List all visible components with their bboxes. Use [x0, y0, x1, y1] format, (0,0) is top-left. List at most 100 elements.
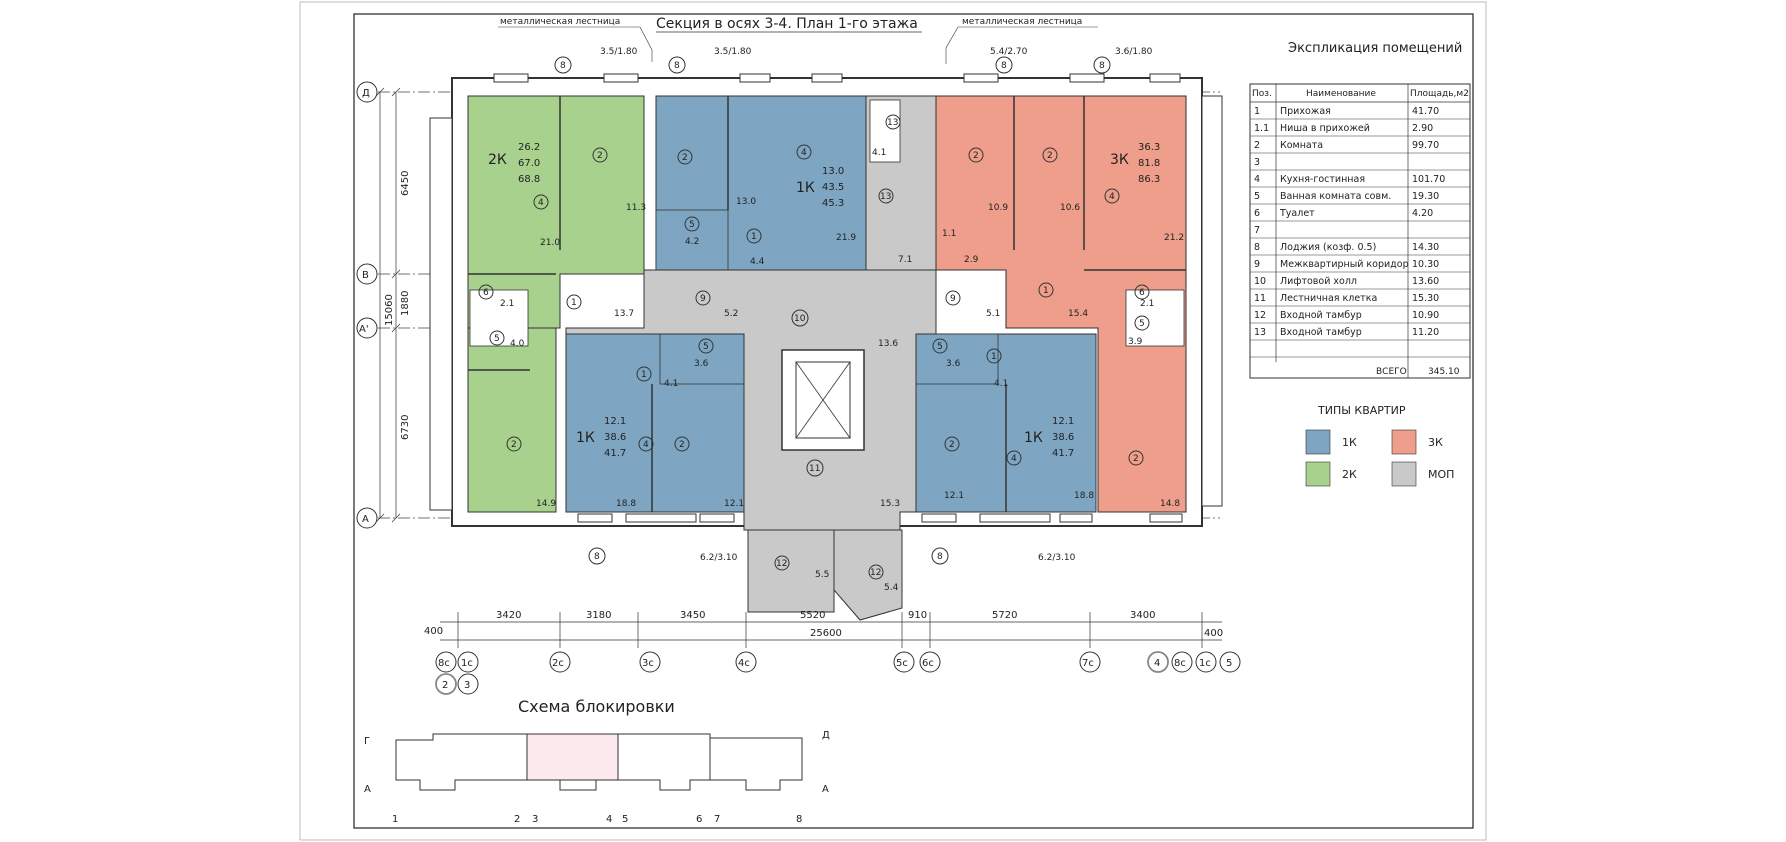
- room-area: 5.4: [884, 583, 899, 593]
- svg-text:5: 5: [1139, 319, 1145, 329]
- bottom-dimension-chain: [440, 612, 1222, 648]
- scheme-row-label: А: [364, 784, 371, 795]
- legend-label-1k: 1К: [1342, 436, 1357, 449]
- apartment-type-label: 1К: [1024, 430, 1043, 446]
- axis-col-7c: 7с: [1079, 651, 1101, 673]
- axis-row-a-prime: А': [356, 317, 378, 339]
- svg-text:9: 9: [950, 294, 956, 304]
- room-area: 5.5: [815, 570, 829, 580]
- svg-text:6: 6: [1139, 288, 1145, 298]
- room-area: 21.9: [836, 233, 856, 243]
- axis-col-8c-right: 8с: [1171, 651, 1193, 673]
- room-area: 2.1: [1140, 299, 1154, 309]
- svg-text:Д: Д: [362, 88, 370, 99]
- room-number-marker: 6: [1134, 284, 1150, 300]
- legend-swatch-1k: [1305, 429, 1331, 455]
- svg-text:12: 12: [776, 559, 787, 569]
- dim-left-total: 15060: [384, 294, 395, 326]
- svg-text:4: 4: [1154, 658, 1160, 669]
- room-area: 10.9: [988, 203, 1008, 213]
- common-areas: [565, 95, 937, 621]
- apartment-value: 68.8: [518, 174, 540, 185]
- svg-text:5: 5: [937, 342, 943, 352]
- apartment-value: 41.7: [604, 448, 626, 459]
- table-cell: 10.30: [1412, 259, 1439, 270]
- room-area: 14.9: [536, 499, 556, 509]
- room-number-marker: 5: [932, 338, 948, 354]
- axis-row-a: А: [356, 507, 378, 529]
- apartment-value: 67.0: [518, 158, 540, 169]
- axis-col-8c: 8с: [435, 651, 457, 673]
- table-cell: Ванная комната совм.: [1280, 191, 1391, 202]
- inner-frame: [353, 13, 1474, 829]
- svg-text:2: 2: [1047, 151, 1053, 161]
- svg-text:4: 4: [538, 198, 544, 208]
- room-area: 4.1: [994, 379, 1008, 389]
- axis-col-5c: 5с: [893, 651, 915, 673]
- svg-text:1: 1: [571, 298, 577, 308]
- svg-text:13: 13: [880, 192, 891, 202]
- room-number-marker: 2: [506, 436, 522, 452]
- scheme-row-label: Г: [364, 736, 370, 747]
- apartment-3k: [935, 95, 1187, 513]
- legend-title: ТИПЫ КВАРТИР: [1317, 404, 1406, 417]
- svg-text:4: 4: [801, 148, 807, 158]
- svg-text:4: 4: [1011, 454, 1017, 464]
- svg-text:1с: 1с: [461, 658, 473, 669]
- window-type-marker: 8: [995, 56, 1013, 74]
- window-type-marker: 8: [931, 547, 949, 565]
- svg-text:5: 5: [689, 220, 695, 230]
- room-area: 4.1: [872, 148, 886, 158]
- table-header-area: Площадь,м2: [1410, 89, 1469, 99]
- vestibule-12-left: [747, 529, 835, 613]
- legend-swatch-3k: [1391, 429, 1417, 455]
- table-cell: 12: [1254, 310, 1266, 321]
- room-area: 12.1: [724, 499, 744, 509]
- scheme-col-label: 5: [622, 814, 628, 825]
- room-area: 4.2: [685, 237, 699, 247]
- room-area: 13.0: [736, 197, 756, 207]
- apartment-type-label: 3К: [1110, 152, 1129, 168]
- window-mark: 3.5/1.80: [600, 47, 638, 57]
- dim-left-1880: 1880: [400, 291, 411, 316]
- room-area: 7.1: [898, 255, 912, 265]
- room-area: 2.1: [500, 299, 514, 309]
- table-cell: 10.90: [1412, 310, 1439, 321]
- table-cell: 41.70: [1412, 106, 1439, 117]
- room-area: 3.9: [1128, 337, 1143, 347]
- apartment-value: 45.3: [822, 198, 844, 209]
- scheme-title: Схема блокировки: [518, 697, 675, 716]
- room-area: 21.0: [540, 238, 560, 248]
- legend-swatch-2k: [1305, 461, 1331, 487]
- svg-text:1: 1: [751, 232, 757, 242]
- table-cell: 1: [1254, 106, 1260, 117]
- table-total-value: 345.10: [1428, 367, 1460, 377]
- svg-text:5с: 5с: [896, 658, 908, 669]
- svg-text:3с: 3с: [642, 658, 654, 669]
- axis-col-4c: 4с: [735, 651, 757, 673]
- room-number-marker: 4: [533, 194, 549, 210]
- stair-note-right-leader: [945, 26, 959, 64]
- apartment-2k: [467, 95, 645, 513]
- room-number-marker: 5: [489, 330, 505, 346]
- table-cell: Лифтовой холл: [1280, 276, 1357, 287]
- svg-text:2: 2: [597, 151, 603, 161]
- window-type-marker: 8: [668, 56, 686, 74]
- room-number-marker: 1: [746, 228, 762, 244]
- dim-bottom: 400: [1204, 628, 1223, 639]
- room-area: 15.3: [880, 499, 900, 509]
- scheme-col-label: 4: [606, 814, 612, 825]
- svg-text:8с: 8с: [438, 658, 450, 669]
- stair-note-left-leader: [639, 26, 653, 62]
- room-number-marker: 12: [774, 555, 790, 571]
- table-cell: 15.30: [1412, 293, 1439, 304]
- dim-bottom: 3420: [496, 610, 521, 621]
- room-number-marker: 4: [1104, 188, 1120, 204]
- room-area: 3.6: [694, 359, 709, 369]
- room-number-marker: 2: [592, 147, 608, 163]
- room-number-marker: 4: [796, 144, 812, 160]
- table-cell: Межквартирный коридор: [1280, 259, 1409, 270]
- svg-text:8: 8: [560, 61, 566, 71]
- room-number-marker: 11: [806, 459, 824, 477]
